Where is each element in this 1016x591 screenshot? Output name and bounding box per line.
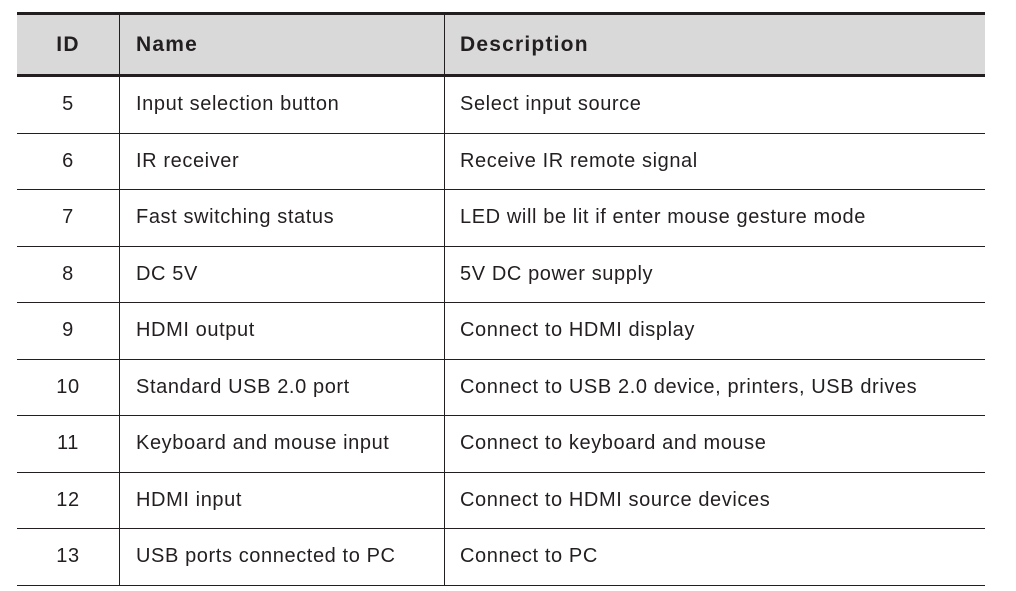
table-row: 13 USB ports connected to PC Connect to … <box>17 529 985 586</box>
cell-name: Standard USB 2.0 port <box>120 359 445 415</box>
table-row: 6 IR receiver Receive IR remote signal <box>17 133 985 190</box>
table-row: 10 Standard USB 2.0 port Connect to USB … <box>17 359 985 416</box>
cell-name: Keyboard and mouse input <box>120 416 445 472</box>
cell-name: Input selection button <box>120 77 445 133</box>
cell-name: Fast switching status <box>120 190 445 246</box>
header-name: Name <box>120 15 445 74</box>
table-header-row: ID Name Description <box>17 15 985 77</box>
cell-id: 5 <box>17 77 120 133</box>
cell-description: Connect to USB 2.0 device, printers, USB… <box>460 375 918 398</box>
cell-id: 13 <box>17 529 120 585</box>
cell-description: Select input source <box>460 93 642 116</box>
cell-name: HDMI output <box>120 303 445 359</box>
table-row: 8 DC 5V 5V DC power supply <box>17 246 985 303</box>
table-row: 9 HDMI output Connect to HDMI display <box>17 303 985 360</box>
cell-id: 10 <box>17 359 120 415</box>
header-id: ID <box>17 15 120 74</box>
cell-description: Receive IR remote signal <box>460 149 698 172</box>
cell-id: 8 <box>17 246 120 302</box>
cell-name: HDMI input <box>120 472 445 528</box>
cell-description: LED will be lit if enter mouse gesture m… <box>460 206 866 229</box>
cell-id: 12 <box>17 472 120 528</box>
cell-description: Connect to keyboard and mouse <box>460 432 767 455</box>
cell-name: IR receiver <box>120 133 445 189</box>
cell-id: 6 <box>17 133 120 189</box>
cell-description: Connect to PC <box>460 545 598 568</box>
header-description: Description <box>460 32 589 56</box>
table-row: 7 Fast switching status LED will be lit … <box>17 190 985 247</box>
cell-description: Connect to HDMI display <box>460 319 696 342</box>
cell-id: 9 <box>17 303 120 359</box>
cell-name: DC 5V <box>120 246 445 302</box>
table-row: 11 Keyboard and mouse input Connect to k… <box>17 416 985 473</box>
cell-id: 11 <box>17 416 120 472</box>
table-row: 12 HDMI input Connect to HDMI source dev… <box>17 472 985 529</box>
cell-name: USB ports connected to PC <box>120 529 445 585</box>
port-description-table: ID Name Description 5 Input selection bu… <box>17 12 985 586</box>
cell-id: 7 <box>17 190 120 246</box>
table-row: 5 Input selection button Select input so… <box>17 77 985 134</box>
cell-description: Connect to HDMI source devices <box>460 488 771 511</box>
cell-description: 5V DC power supply <box>460 262 654 285</box>
